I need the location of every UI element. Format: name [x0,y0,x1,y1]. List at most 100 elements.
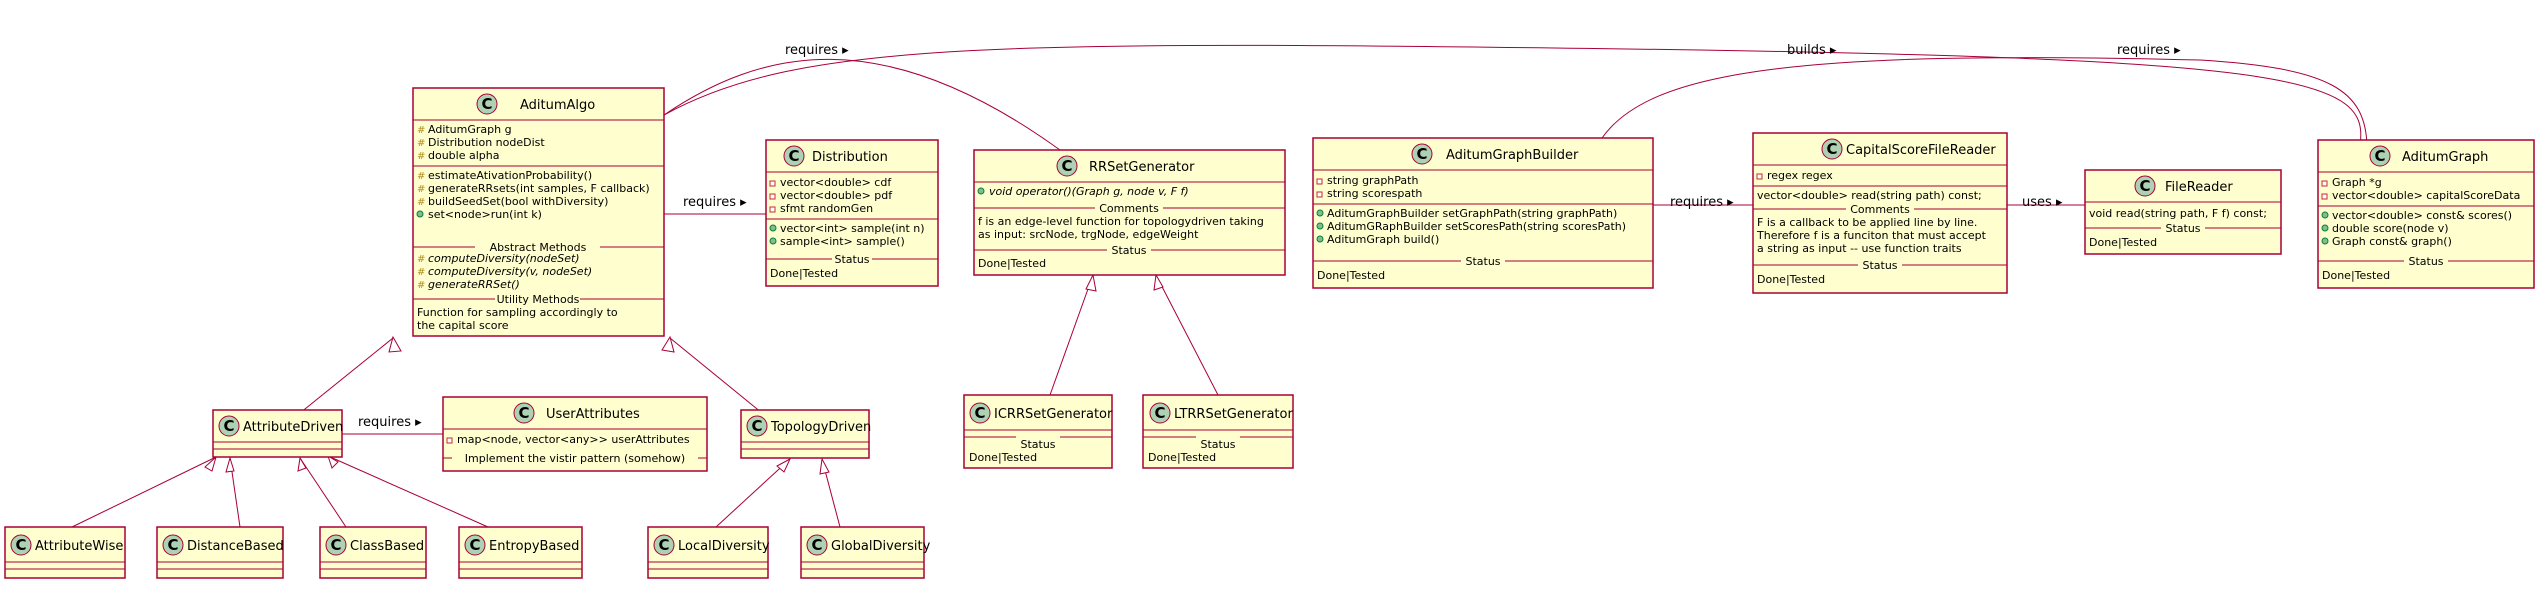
class-filereader[interactable]: C FileReader void read(string path, F f)… [2084,169,2282,255]
comment-text: F is a callback to be applied line by li… [1757,216,1977,229]
class-distancebased[interactable]: C DistanceBased [156,526,284,579]
svg-text:#: # [417,151,425,162]
field: sfmt randomGen [780,202,873,215]
class-name: AditumGraph [2402,150,2488,165]
svg-text:C: C [1061,157,1072,175]
inherit-classbased [299,457,347,528]
assoc-builder-graph [1601,57,2368,146]
comment-text: Therefore f is a funciton that must acce… [1756,229,1987,242]
label-requires-graph: requires ▸ [2117,43,2181,58]
svg-text:C: C [751,417,762,435]
class-name: EntropyBased [489,539,579,554]
svg-text:C: C [167,536,178,554]
svg-text:C: C [223,417,234,435]
svg-text:C: C [330,536,341,554]
section-title: Status [2165,222,2200,235]
public-icon [416,210,424,218]
class-entropybased[interactable]: C EntropyBased [458,526,583,579]
class-globaldiversity[interactable]: C GlobalDiversity [800,526,931,579]
class-distribution[interactable]: C Distribution vector<double> cdf vector… [765,139,939,287]
class-icon [218,415,240,437]
class-name: DistanceBased [187,539,284,554]
class-icon [2134,175,2156,197]
field: AditumGraph g [428,123,512,136]
section-title: Status [834,253,869,266]
svg-text:C: C [1154,404,1165,422]
class-icon [1056,155,1078,177]
inherit-ltrr [1155,274,1219,396]
class-attributedriven[interactable]: C AttributeDriven [212,409,343,458]
triangle-aditumalgo-left [388,335,402,353]
field: Distribution nodeDist [428,136,545,149]
public-icon [2321,237,2329,245]
svg-text:C: C [518,404,529,422]
status-text: Done|Tested [2322,269,2390,282]
method: set<node>run(int k) [428,208,542,221]
triangle-attrdriven-2 [225,456,235,473]
class-aditumalgo[interactable]: C AditumAlgo # AditumGraph g # Distribut… [412,87,665,337]
class-icon [806,534,828,556]
field: vector<double> capitalScoreData [2332,189,2520,202]
class-aditumgraph[interactable]: C AditumGraph Graph *g vector<double> ca… [2317,139,2535,289]
inherit-icrr [1049,274,1094,396]
triangle-topodriven-2 [819,457,830,475]
class-rrsetgenerator[interactable]: C RRSetGenerator void operator()(Graph g… [973,149,1286,276]
class-attributewise[interactable]: C AttributeWise [4,526,126,579]
class-icrrsetgenerator[interactable]: C ICRRSetGenerator Status Done|Tested [963,394,1113,469]
status-text: Done|Tested [1148,451,1216,464]
section-title: Utility Methods [497,293,580,306]
class-classbased[interactable]: C ClassBased [319,526,427,579]
field: vector<double> pdf [780,189,893,202]
class-icon [10,534,32,556]
class-icon [325,534,347,556]
svg-text:C: C [15,536,26,554]
svg-text:C: C [1416,145,1427,163]
public-icon [2321,224,2329,232]
section-title: Status [1200,438,1235,451]
triangle-rrset-2 [1153,273,1164,291]
comment-text: a string as input -- use function traits [1757,242,1962,255]
public-icon [769,237,777,245]
class-capitalscorefilereader[interactable]: C CapitalScoreFileReader regex regex vec… [1752,132,2008,294]
inherit-attributedriven-aditumalgo [299,337,394,414]
private-icon [769,206,776,213]
private-icon [769,193,776,200]
abstract-method: computeDiversity(nodeSet) [428,252,580,265]
class-topologydriven[interactable]: C TopologyDriven [740,409,871,459]
class-icon [1411,143,1433,165]
assoc-algo-graph [663,44,2362,146]
method: buildSeedSet(bool withDiversity) [428,195,608,208]
utility-text: the capital score [417,319,509,332]
class-icon [2369,145,2391,167]
class-name: TopologyDriven [770,420,871,435]
class-name: ClassBased [350,539,424,554]
field: regex regex [1767,169,1833,182]
inherit-localdiversity [715,458,791,528]
class-localdiversity[interactable]: C LocalDiversity [647,526,770,579]
svg-text:C: C [2139,177,2150,195]
method: generateRRsets(int samples, F callback) [428,182,650,195]
method: estimateAtivationProbability() [428,169,592,182]
private-icon [2321,180,2328,187]
triangle-aditumalgo-right [661,335,675,353]
class-ltrrsetgenerator[interactable]: C LTRRSetGenerator Status Done|Tested [1142,394,1294,469]
svg-text:C: C [788,147,799,165]
method: void read(string path, F f) const; [2089,207,2267,220]
method: sample<int> sample() [780,235,905,248]
inherit-topologydriven-aditumalgo [669,337,763,414]
status-text: Done|Tested [2089,236,2157,249]
class-name: RRSetGenerator [1089,160,1195,175]
inherit-attributewise [71,456,217,528]
class-name: AditumGraphBuilder [1446,148,1579,163]
method: AditumGraphBuilder setGraphPath(string g… [1327,207,1617,220]
svg-text:C: C [1826,140,1837,158]
class-icon [746,415,768,437]
class-name: AttributeWise [35,539,123,554]
class-userattributes[interactable]: C UserAttributes map<node, vector<any>> … [442,396,708,472]
private-icon [1316,178,1323,185]
class-aditumgraphbuilder[interactable]: C AditumGraphBuilder string graphPath st… [1312,137,1654,289]
comment-text: f is an edge-level function for topology… [978,215,1264,228]
label-requires-rrset: requires ▸ [785,43,849,58]
class-icon [513,402,535,424]
